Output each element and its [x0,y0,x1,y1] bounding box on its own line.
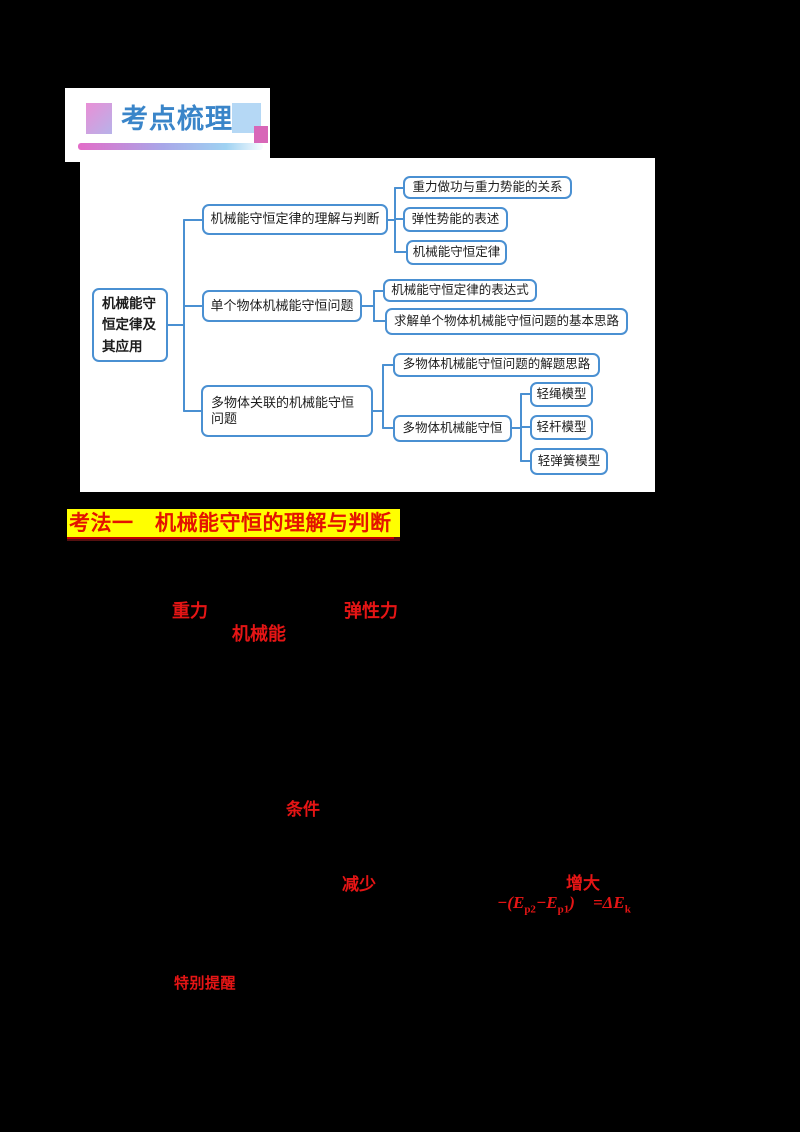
keyword-increase: 增大 [566,874,600,893]
mindmap-leaf-conservation-law: 机械能守恒定律 [406,240,507,265]
keyword-condition: 条件 [286,800,320,819]
special-reminder-label: 特别提醒 [174,975,237,992]
mindmap-leaf-rope-model: 轻绳模型 [530,382,593,407]
pink-square-icon [254,126,268,143]
mindmap-node-multi-conservation: 多物体机械能守恒 [393,415,512,442]
mindmap-leaf-spring-model: 轻弹簧模型 [530,448,608,475]
keyword-mechanical-energy: 机械能 [232,624,286,644]
gradient-underline [78,143,263,150]
keyword-gravity: 重力 [172,601,208,621]
section-heading-bar: 考法一 机械能守恒的理解与判断 [67,509,400,541]
formula-equals-delta-ek: =ΔEk [593,893,631,916]
page-title: 考点梳理 [121,104,233,134]
mindmap-leaf-expression: 机械能守恒定律的表达式 [383,279,537,302]
mindmap-node-root: 机械能守恒定律及其应用 [92,288,168,362]
mindmap-leaf-elastic-pe: 弹性势能的表述 [403,207,508,232]
mindmap-branch-single-object: 单个物体机械能守恒问题 [202,290,362,322]
mindmap-leaf-basic-approach: 求解单个物体机械能守恒问题的基本思路 [385,308,628,335]
keyword-elastic-force: 弹性力 [344,601,398,621]
formula-negative-pe-change: −(Ep2−Ep1) [497,893,575,916]
section-heading-label: 考法一 机械能守恒的理解与判断 [67,507,394,539]
mindmap-leaf-rod-model: 轻杆模型 [530,415,593,440]
mindmap-leaf-multi-solving: 多物体机械能守恒问题的解题思路 [393,353,600,377]
keyword-decrease: 减少 [342,875,376,894]
gradient-square-icon [86,103,112,134]
mindmap-leaf-gravity-work: 重力做功与重力势能的关系 [403,176,572,199]
mindmap-branch-multi-object: 多物体关联的机械能守恒问题 [201,385,373,437]
mindmap-branch-understanding: 机械能守恒定律的理解与判断 [202,204,388,235]
